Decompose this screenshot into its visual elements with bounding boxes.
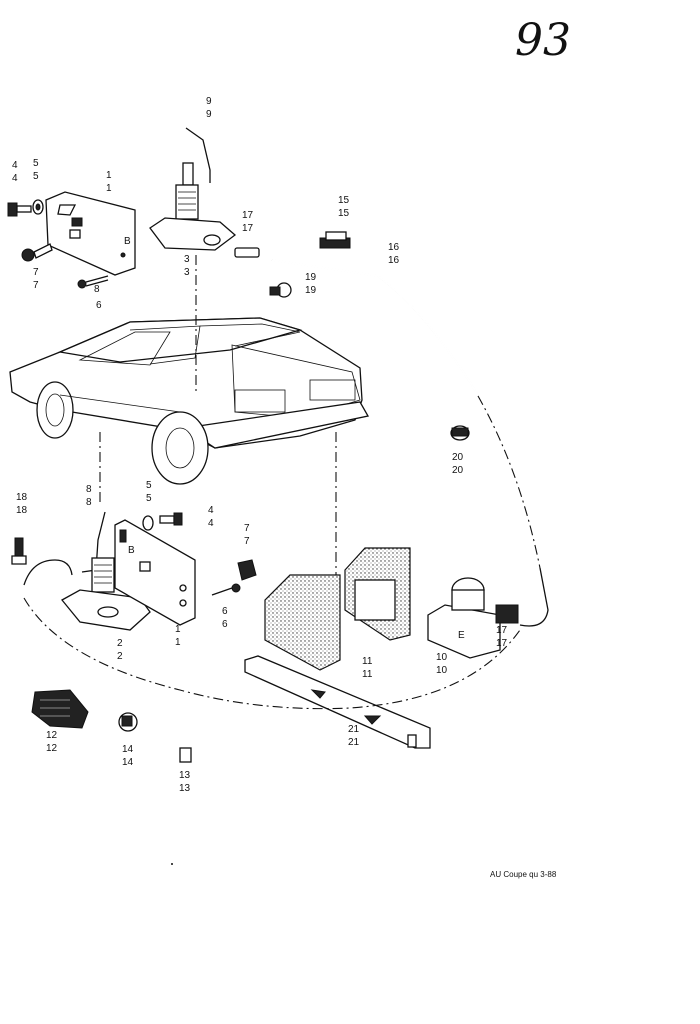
part-label-repeat: 6	[222, 619, 228, 630]
insulation-part-11	[264, 547, 411, 671]
label-part-4-top: 4	[12, 160, 18, 171]
bolt-part-4-bot	[159, 512, 183, 526]
part-label-repeat: 17	[242, 223, 254, 234]
part-label-repeat: 1	[106, 183, 112, 194]
label-part-15: 15	[338, 195, 350, 206]
plate-mark-b-bot: B	[128, 545, 135, 556]
plate-mark-b-top: B	[124, 236, 131, 247]
clip-part-7-top	[21, 243, 53, 262]
label-part-1-bot: 1	[175, 624, 181, 635]
sleeve-part-17-top	[234, 247, 260, 258]
part-label-repeat: 15	[338, 208, 350, 219]
part-label-repeat: 5	[33, 171, 39, 182]
mounting-plate-part-1-bot: B	[114, 519, 196, 626]
footer-caption: AU Coupe qu 3-88	[490, 870, 557, 879]
part-label-repeat: 7	[244, 536, 250, 547]
cable-end	[519, 567, 549, 627]
switch-part-12	[31, 689, 89, 729]
cap-part-13	[179, 747, 192, 763]
bulb-part-18	[11, 537, 27, 565]
mounting-plate-part-1-top: B	[45, 191, 136, 276]
part-label-repeat: 14	[122, 757, 134, 768]
label-part-8-top: 8	[94, 284, 100, 295]
label-part-13: 13	[179, 770, 191, 781]
part-labels: 4 4 5 5 1 1 9 9 8 7 7 6 3 3 17 17 15 15 …	[12, 96, 508, 794]
label-part-11: 11	[362, 656, 373, 667]
lock-assembly-part-3	[149, 162, 237, 251]
top-assembly: B	[7, 127, 479, 397]
label-part-3: 3	[184, 254, 190, 265]
part-label-repeat: 10	[436, 665, 448, 676]
socket-part-14	[118, 712, 138, 732]
label-part-5-bot: 5	[146, 480, 152, 491]
speck-dot	[171, 863, 173, 865]
label-part-17-bot: 17	[496, 625, 508, 636]
label-part-6-top: 6	[96, 300, 102, 311]
part-label-repeat: 9	[206, 109, 212, 120]
leader-lines	[23, 255, 541, 710]
connector-part-17-bot	[495, 604, 519, 624]
bottom-assembly: B E	[11, 425, 549, 763]
label-part-21: 21	[348, 724, 360, 735]
car-illustration	[9, 317, 370, 485]
label-part-19: 19	[305, 272, 317, 283]
box-mark-e: E	[458, 630, 465, 641]
bolt-part-4-top	[7, 202, 32, 217]
clip-part-15	[319, 231, 351, 249]
strap-part-21	[244, 655, 431, 749]
lamp-housing-part-2	[61, 557, 151, 631]
label-part-12: 12	[46, 730, 58, 741]
rod-part-9	[185, 127, 211, 183]
part-label-repeat: 17	[496, 638, 508, 649]
label-part-5-top: 5	[33, 158, 39, 169]
part-label-repeat: 2	[117, 651, 123, 662]
label-part-18: 18	[16, 492, 28, 503]
label-part-2: 2	[117, 638, 123, 649]
part-label-repeat: 8	[86, 497, 92, 508]
washer-part-5-bot	[142, 515, 154, 531]
part-label-repeat: 12	[46, 743, 58, 754]
part-label-repeat: 16	[388, 255, 400, 266]
part-label-repeat: 13	[179, 783, 191, 794]
label-part-8-bot: 8	[86, 484, 92, 495]
clip-part-20	[450, 425, 470, 441]
wire-harness	[23, 559, 73, 586]
part-label-repeat: 3	[184, 267, 190, 278]
label-part-9: 9	[206, 96, 212, 107]
rod-part-8-bot	[81, 511, 106, 573]
actuator-part-10: E	[427, 577, 501, 659]
page-number: 93	[515, 15, 571, 66]
label-part-4-bot: 4	[208, 505, 214, 516]
screw-part-6-top	[77, 275, 109, 289]
part-label-repeat: 4	[208, 518, 214, 529]
label-part-20: 20	[452, 452, 464, 463]
clip-part-7-bot	[237, 559, 257, 581]
screw-part-6-bot	[211, 583, 241, 596]
part-label-repeat: 11	[362, 669, 373, 680]
label-part-6-bot: 6	[222, 606, 228, 617]
label-part-10: 10	[436, 652, 448, 663]
clip-part-19	[269, 282, 292, 298]
part-label-repeat: 1	[175, 637, 181, 648]
part-label-repeat: 4	[12, 173, 18, 184]
part-label-repeat: 5	[146, 493, 152, 504]
part-label-repeat: 19	[305, 285, 317, 296]
label-part-7-bot: 7	[244, 523, 250, 534]
part-label-repeat: 18	[16, 505, 28, 516]
label-part-16: 16	[388, 242, 400, 253]
part-label-repeat: 7	[33, 280, 39, 291]
part-label-repeat: 20	[452, 465, 464, 476]
part-label-repeat: 21	[348, 737, 360, 748]
label-part-1-top: 1	[106, 170, 112, 181]
label-part-14: 14	[122, 744, 134, 755]
label-part-7-top: 7	[33, 267, 39, 278]
label-part-17-top: 17	[242, 210, 254, 221]
